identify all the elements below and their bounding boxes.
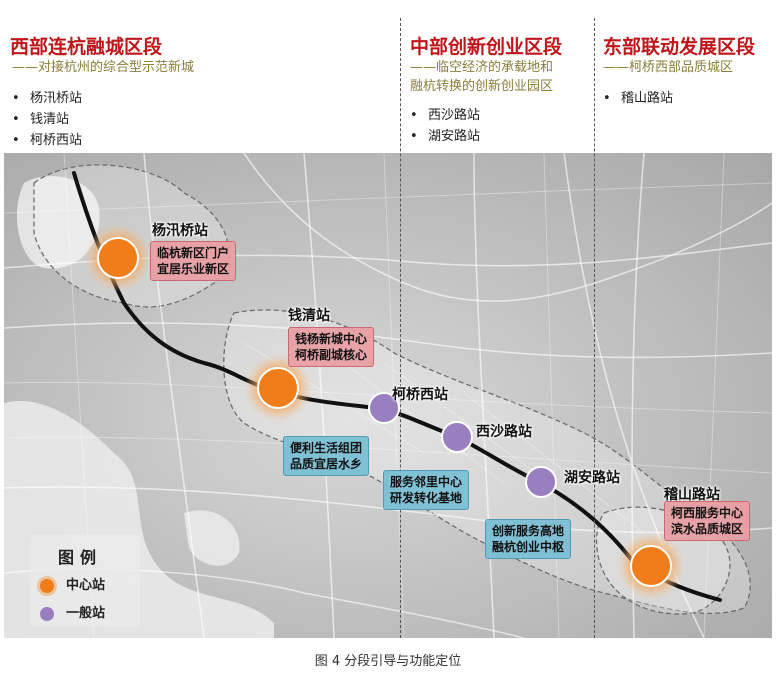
function-box-fuwu: 服务邻里中心 研发转化基地: [383, 470, 470, 510]
section-title: 东部联动发展区段: [603, 36, 756, 58]
function-box-qianqing: 钱杨新城中心 柯桥副城核心: [288, 327, 375, 367]
station-list: 杨汛桥站 钱清站 柯桥西站: [12, 88, 82, 151]
function-box-line: 柯桥副城核心: [295, 348, 368, 362]
figure-caption: 图 4 分段引导与功能定位: [314, 654, 462, 669]
function-box-line: 品质宜居水乡: [290, 457, 363, 471]
section-subtitle: ——对接杭州的综合型示范新城: [12, 60, 195, 75]
map-label-qianqing: 钱清站: [288, 308, 330, 324]
map-label-xishalu: 西沙路站: [476, 424, 532, 440]
function-box-line: 宜居乐业新区: [157, 262, 230, 276]
center-station-qianqing[interactable]: [244, 354, 312, 422]
function-box-line: 融杭创业中枢: [492, 540, 565, 554]
section-subtitle: ——柯桥西部品质城区: [603, 60, 734, 75]
legend-item-center: 中心站: [40, 574, 105, 593]
general-station-xishalu[interactable]: [441, 421, 473, 453]
general-station-huanlu[interactable]: [525, 466, 557, 498]
legend-label: 一般站: [66, 606, 106, 621]
section-title: 中部创新创业区段: [410, 36, 563, 58]
section-subtitle: 融杭转换的创新创业园区: [410, 79, 554, 94]
function-box-line: 钱杨新城中心: [295, 332, 368, 346]
map-label-huanlu: 湖安路站: [564, 470, 620, 486]
center-station-yangxunqiao[interactable]: [84, 224, 152, 292]
legend-item-general: 一般站: [40, 602, 105, 621]
section-divider: [594, 18, 595, 638]
function-box-line: 滨水品质城区: [671, 522, 744, 536]
function-box-line: 服务邻里中心: [390, 475, 463, 489]
station-list-item: 钱清站: [12, 109, 82, 130]
center-station-jishanlu[interactable]: [617, 532, 685, 600]
function-box-line: 研发转化基地: [390, 491, 463, 505]
function-box-chuangxin: 创新服务高地 融杭创业中枢: [485, 519, 572, 559]
station-list-item: 稽山路站: [603, 88, 673, 109]
center-station-legend-icon: [40, 578, 54, 593]
section-divider: [400, 18, 401, 638]
function-box-jishan: 柯西服务中心 滨水品质城区: [664, 501, 751, 541]
map-label-yangxunqiao: 杨汛桥站: [152, 223, 208, 239]
station-list-item: 西沙路站: [410, 105, 480, 126]
legend-label: 中心站: [66, 578, 106, 593]
function-box-line: 创新服务高地: [492, 524, 565, 538]
station-list-item: 柯桥西站: [12, 130, 82, 151]
station-list-item: 杨汛桥站: [12, 88, 82, 109]
section-title: 西部连杭融城区段: [10, 36, 163, 58]
station-list: 西沙路站 湖安路站: [410, 105, 480, 147]
function-box-yangxunqiao: 临杭新区门户 宜居乐业新区: [150, 241, 237, 281]
function-box-line: 便利生活组团: [290, 441, 363, 455]
map-canvas: [4, 153, 772, 638]
general-station-keqiaoxi[interactable]: [368, 392, 400, 424]
legend-backdrop: [30, 535, 140, 627]
station-list: 稽山路站: [603, 88, 673, 109]
station-list-item: 湖安路站: [410, 126, 480, 147]
map-label-jishanlu: 稽山路站: [664, 487, 720, 503]
map-label-keqiaoxi: 柯桥西站: [392, 387, 448, 403]
function-box-line: 柯西服务中心: [671, 506, 744, 520]
general-station-legend-icon: [40, 606, 54, 621]
section-subtitle: ——临空经济的承载地和: [410, 60, 554, 75]
function-box-shenghuo: 便利生活组团 品质宜居水乡: [283, 436, 370, 476]
legend-title: 图例: [58, 548, 103, 567]
function-box-line: 临杭新区门户: [157, 246, 230, 260]
